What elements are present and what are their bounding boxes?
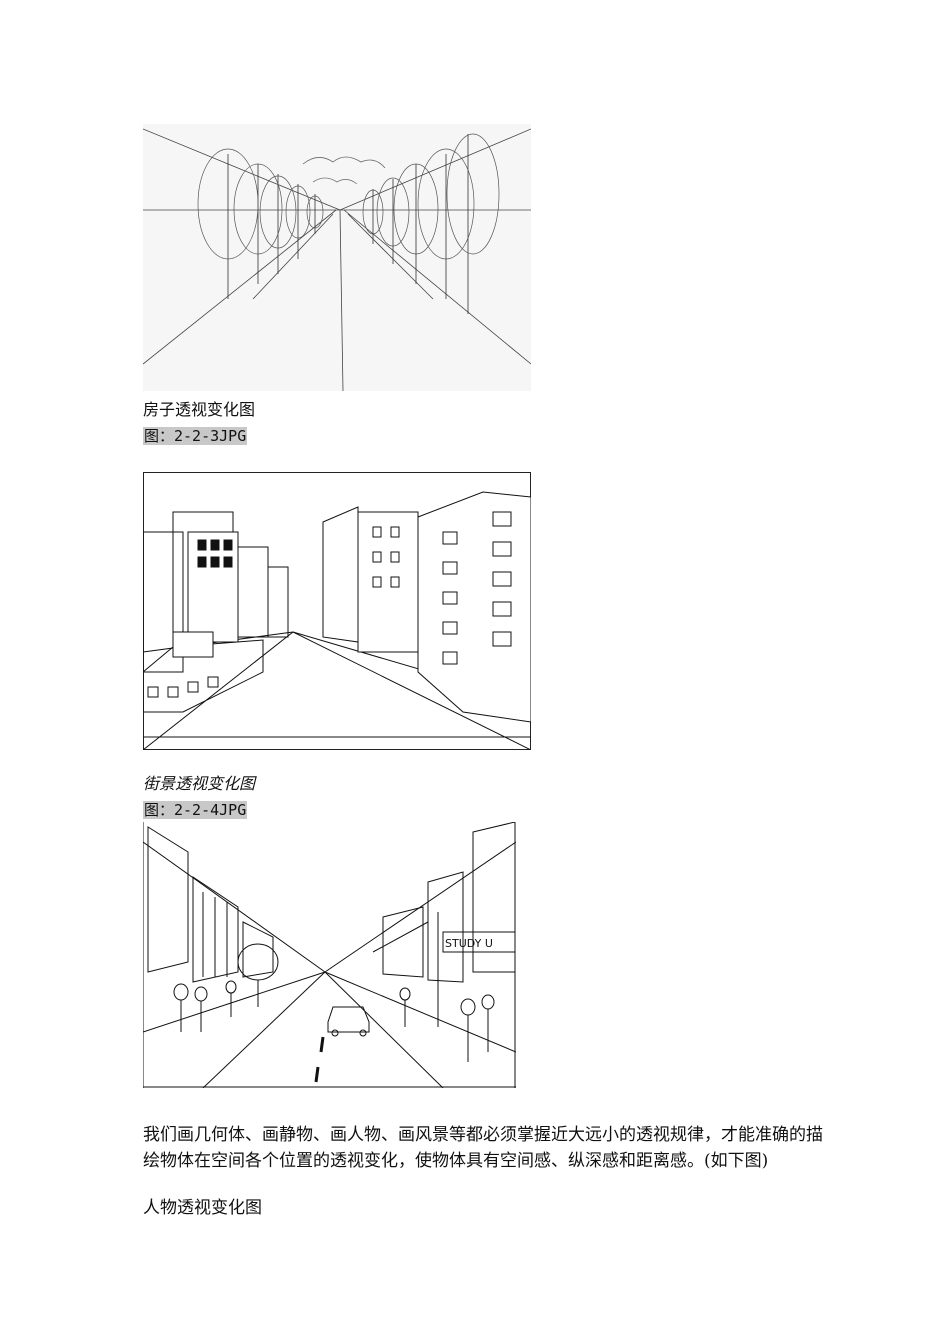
figure2-tag: 图：2-2-4JPG bbox=[143, 798, 248, 822]
figure1-caption: 房子透视变化图 bbox=[143, 400, 256, 419]
svg-text:STUDY U: STUDY U bbox=[445, 937, 493, 950]
tree-road-sketch bbox=[143, 128, 531, 391]
city-street-sketch: STUDY U bbox=[143, 822, 516, 1088]
body-paragraph: 我们画几何体、画静物、画人物、画风景等都必须掌握近大远小的透视规律，才能准确的描… bbox=[143, 1125, 823, 1171]
figure2-caption: 街景透视变化图 bbox=[143, 774, 256, 793]
city-street-perspective-drawing: STUDY U bbox=[143, 822, 516, 1088]
figure1-tag: 图：2-2-3JPG bbox=[143, 424, 248, 448]
figure2-tag-label: 图：2-2-4JPG bbox=[143, 801, 248, 819]
figure1-tag-label: 图：2-2-3JPG bbox=[143, 427, 248, 445]
street-buildings-sketch bbox=[143, 472, 531, 750]
tree-road-perspective-drawing bbox=[143, 124, 531, 391]
street-buildings-perspective-drawing bbox=[143, 472, 531, 750]
next-figure-caption: 人物透视变化图 bbox=[143, 1198, 262, 1218]
